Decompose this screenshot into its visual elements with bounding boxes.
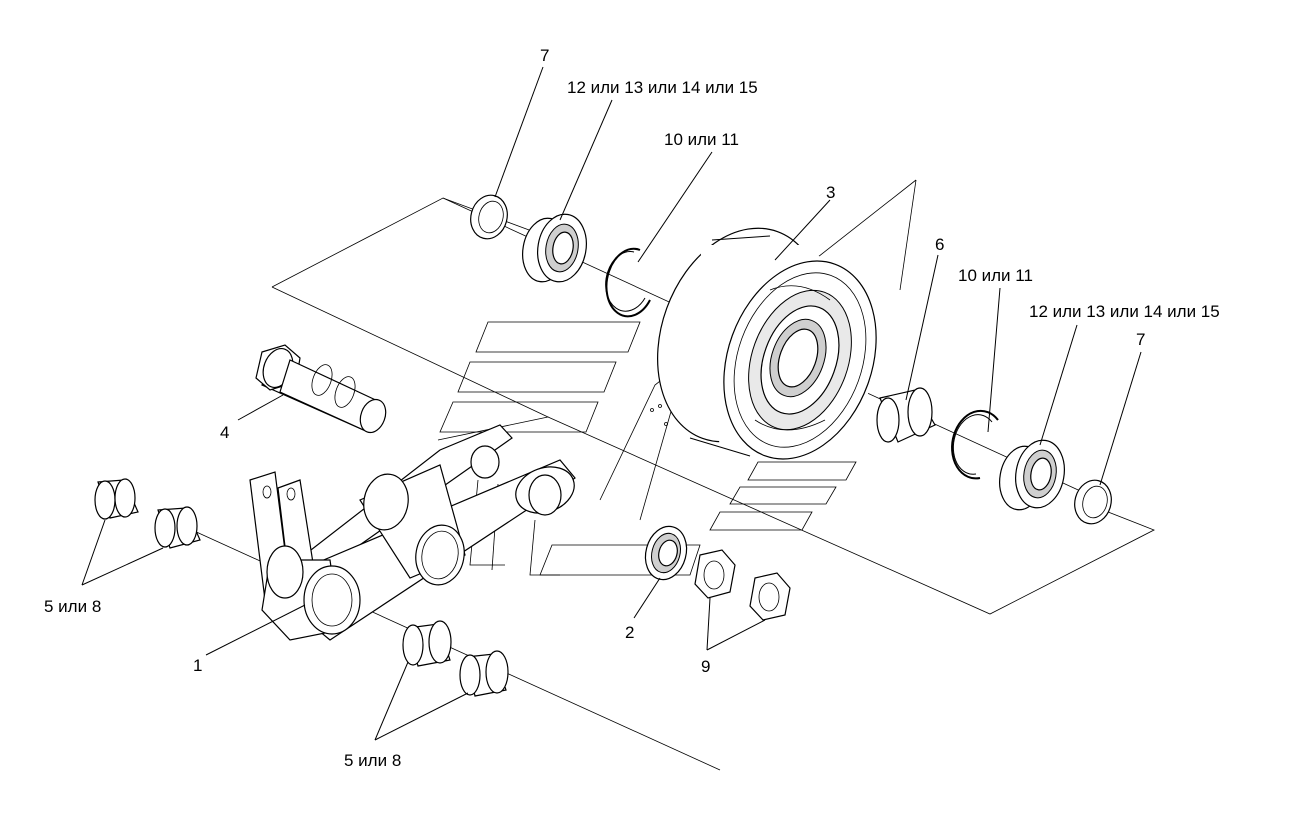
nuts xyxy=(694,549,791,621)
callout-7-top: 7 xyxy=(540,46,549,65)
bushings-bottom xyxy=(402,620,509,697)
callout-10-11-top: 10 или 11 xyxy=(664,130,739,149)
callout-1: 1 xyxy=(193,656,202,675)
callout-7-right: 7 xyxy=(1136,330,1145,349)
callout-4: 4 xyxy=(220,423,229,442)
callout-2: 2 xyxy=(625,623,634,642)
lever-arm xyxy=(249,424,576,641)
ghost-outline-shapes xyxy=(439,321,857,576)
washer xyxy=(644,525,688,581)
bushings-left xyxy=(94,478,201,549)
pulley-wheel xyxy=(650,227,877,460)
callout-6: 6 xyxy=(935,235,944,254)
callout-5-or-8-bottom: 5 или 8 xyxy=(344,751,401,770)
callout-5-or-8-left: 5 или 8 xyxy=(44,597,101,616)
callout-3: 3 xyxy=(826,183,835,202)
bearing-stack-top xyxy=(470,194,651,318)
callout-12-13-14-15-top: 12 или 13 или 14 или 15 xyxy=(567,78,758,97)
callout-12-13-14-15-right: 12 или 13 или 14 или 15 xyxy=(1029,302,1220,321)
axle-bolt xyxy=(255,344,387,434)
callout-10-11-right: 10 или 11 xyxy=(958,266,1033,285)
leader-lines xyxy=(81,66,1142,741)
bearing-stack-right xyxy=(876,387,1112,525)
callout-labels: 7 12 или 13 или 14 или 15 10 или 11 3 6 … xyxy=(44,46,1220,770)
callout-9: 9 xyxy=(701,657,710,676)
